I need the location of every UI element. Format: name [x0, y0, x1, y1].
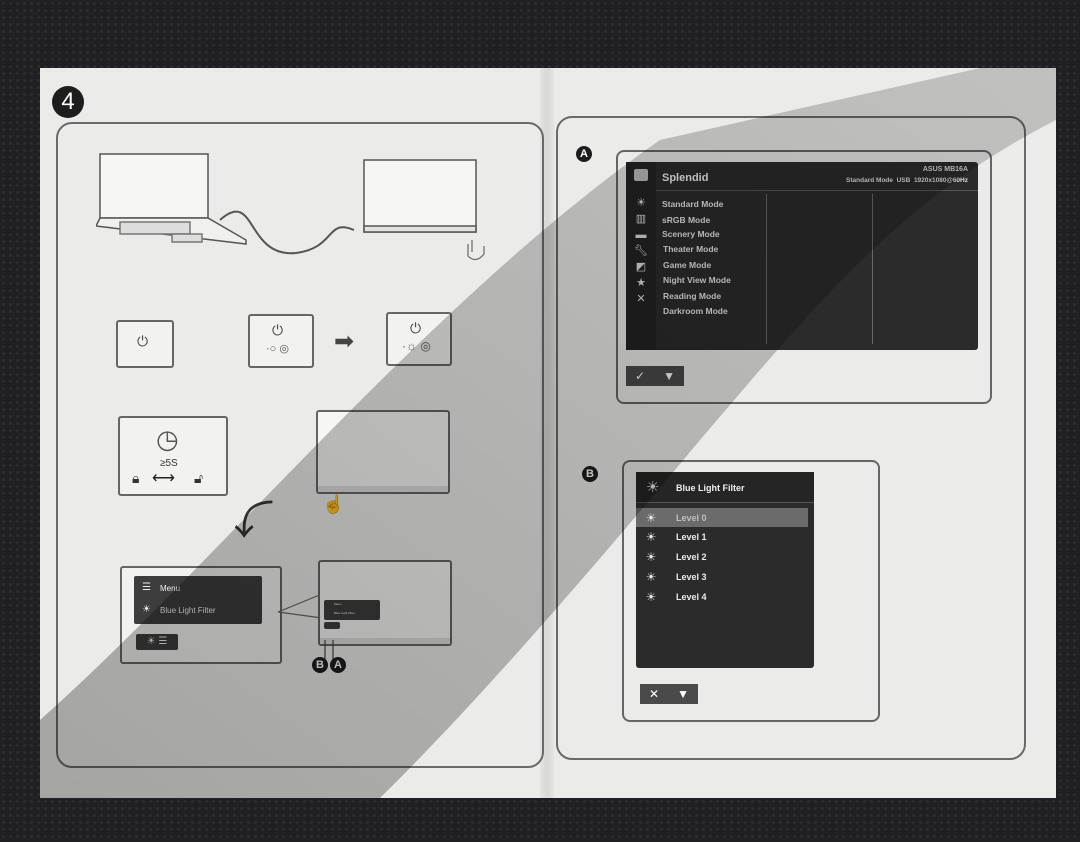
level-option[interactable]: ☀ Level 2: [636, 547, 808, 566]
power-icon: ⏻: [137, 333, 149, 349]
menu-popup-box: ☰ Menu ☀ Blue Light Filter ☀ ☰: [120, 566, 282, 664]
mini-menu-item: Menu: [334, 602, 342, 606]
power-button-box: ⏻: [116, 320, 174, 368]
osd-title: Splendid: [662, 172, 709, 184]
menu-popup-item: Blue Light Filter: [160, 606, 216, 615]
usb-cable-icon: [219, 210, 355, 255]
blue-light-icon: ☀: [142, 604, 151, 615]
laptop-connection-illustration: [96, 153, 485, 261]
double-arrow-icon: ⟷: [152, 470, 175, 487]
section-a-badge: A: [576, 146, 592, 162]
splendid-mode-item[interactable]: Night View Mode: [663, 275, 731, 285]
monitor-mini-keys: [324, 622, 340, 629]
osd-column-divider: [872, 194, 873, 344]
bulb-icon: ☀: [645, 589, 657, 604]
splendid-mode-item[interactable]: Standard Mode: [662, 199, 724, 209]
menu-list-icon: ☰: [142, 582, 151, 593]
monitor-corner-before: ⏻ ·○ ◎: [248, 314, 314, 368]
mini-menu-item: Blue Light Filter: [334, 611, 355, 615]
osd-title: Blue Light Filter: [676, 483, 745, 493]
splendid-mode-item[interactable]: sRGB Mode: [662, 215, 711, 225]
arrow-right-icon: ➡: [334, 328, 355, 355]
osd-status: Standard Mode USB 1920x1080@60Hz: [846, 177, 968, 184]
power-icon: ⏻: [410, 320, 422, 336]
monitor-menu-illustration: Menu Blue Light Filter: [318, 560, 452, 646]
monitor-mini-menu: Menu Blue Light Filter: [324, 600, 380, 620]
splendid-mode-item[interactable]: Darkroom Mode: [663, 306, 728, 316]
splendid-icon: [634, 169, 648, 181]
bulb-icon: ☀: [645, 529, 657, 544]
portable-monitor-icon: [363, 159, 477, 233]
laptop-icon: [96, 153, 247, 245]
splendid-mode-item[interactable]: Reading Mode: [663, 291, 722, 301]
curved-arrow-icon: ⤵: [234, 499, 274, 543]
osd-icon-column: ☀ ▥ ▬ 🔧︎ ◩ ★ ✕: [634, 195, 648, 307]
section-a-keybar: ✓ ▼: [626, 366, 684, 386]
my-favorite-star-icon[interactable]: ★: [636, 277, 646, 289]
level-option-selected[interactable]: ☀ Level 0: [636, 508, 808, 527]
bulb-icon: ☀: [645, 549, 657, 564]
lock-timer-box: ◷ ≥5S 🔒︎ ⟷ 🔓︎: [118, 416, 228, 496]
osd-column-divider: [766, 194, 767, 344]
finger-touch-icon: ☝: [322, 494, 345, 514]
blue-light-icon: ☀: [646, 479, 660, 496]
shortcut-icon[interactable]: ◩: [635, 261, 647, 273]
down-arrow-icon[interactable]: ▼: [663, 369, 675, 383]
menu-popup-keys: ☀ ☰: [136, 634, 178, 650]
step-number-badge: 4: [52, 86, 84, 118]
color-icon[interactable]: ▥: [635, 213, 647, 225]
close-x-icon[interactable]: ✕: [636, 293, 646, 305]
close-x-icon[interactable]: ✕: [649, 687, 660, 701]
power-icon: ⏻: [272, 322, 284, 338]
blue-light-icon[interactable]: ☀: [636, 197, 646, 209]
finger-touch-icon: [467, 240, 485, 261]
lock-icon: 🔒︎: [132, 470, 140, 486]
led-on-icon: ·☼ ◎: [402, 339, 431, 353]
monitor-corner-after: ⏻ ·☼ ◎: [386, 312, 452, 366]
bulb-icon: ☀: [645, 510, 657, 525]
button-b-label: B: [312, 657, 328, 673]
splendid-mode-item[interactable]: Scenery Mode: [662, 229, 720, 239]
bulb-icon: ☀: [645, 569, 657, 584]
down-arrow-icon[interactable]: ▼: [677, 687, 689, 701]
level-option[interactable]: ☀ Level 1: [636, 527, 808, 546]
section-b-keybar: ✕ ▼: [640, 684, 698, 704]
osd-model: ASUS MB16A: [922, 166, 968, 173]
clock-icon: ◷: [156, 424, 179, 454]
splendid-mode-item[interactable]: Theater Mode: [663, 244, 719, 254]
menu-popup-list: ☰ Menu ☀ Blue Light Filter: [134, 576, 262, 624]
image-icon[interactable]: ▬: [635, 229, 647, 241]
monitor-lock-illustration: [316, 410, 450, 494]
section-b-badge: B: [582, 466, 598, 482]
unlock-icon: 🔓︎: [194, 470, 204, 486]
level-option[interactable]: ☀ Level 3: [636, 567, 808, 586]
menu-popup-item: Menu: [160, 584, 181, 593]
splendid-osd-menu: Splendid ASUS MB16A Standard Mode USB 19…: [626, 162, 978, 350]
splendid-mode-item[interactable]: Game Mode: [663, 260, 712, 270]
blue-light-filter-osd: ☀ Blue Light Filter ☀ Level 0 ☀ Level 1 …: [636, 472, 814, 668]
led-off-icon: ·○ ◎: [266, 343, 289, 355]
setup-wrench-icon[interactable]: 🔧︎: [634, 245, 648, 257]
level-option[interactable]: ☀ Level 4: [636, 587, 808, 606]
button-a-label: A: [330, 657, 346, 673]
confirm-check-icon[interactable]: ✓: [635, 369, 646, 383]
